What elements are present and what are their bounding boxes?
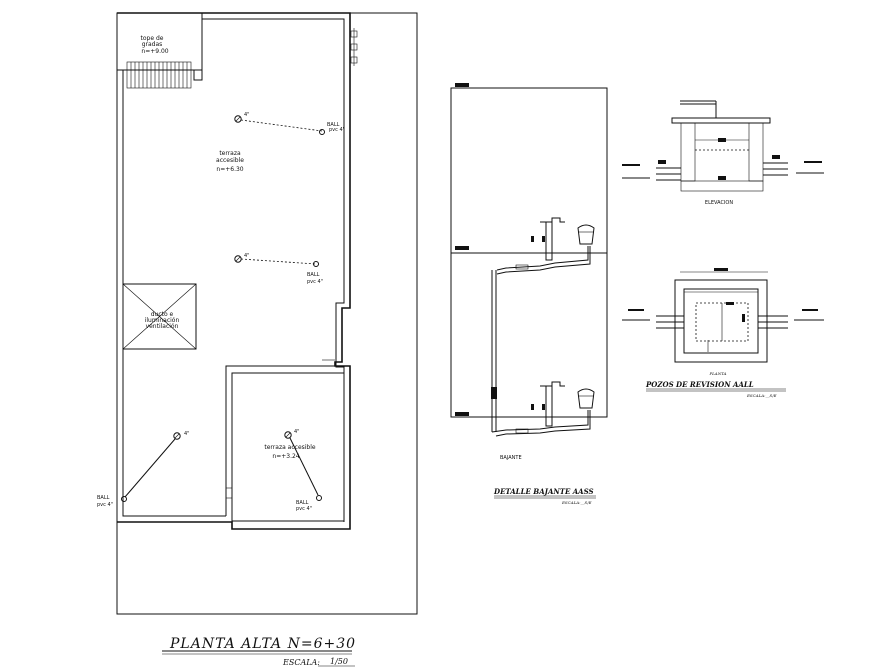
tope-level: n=+9.00: [141, 48, 168, 55]
pozos-detail: ELEVACION PLANTA POZOS DE REVI: [622, 100, 824, 398]
planta-scale-label: ESCALA:: [282, 658, 320, 667]
drain-3: 4" BALL pvc 4": [97, 431, 189, 508]
bajante-scale: ESCALA:__S/E: [561, 500, 592, 505]
drain-2-size: 4": [244, 253, 249, 259]
terraza2-label: terraza accesible: [264, 444, 316, 451]
ducto-shaft: ducto e iluminación ventilación: [122, 283, 197, 350]
drain-1: 4" BALL pvc 4": [234, 112, 345, 135]
drain-3-size: 4": [184, 431, 189, 437]
terraza-label-1: terraza: [219, 150, 241, 157]
pozo-plan: PLANTA: [622, 268, 824, 376]
drain-2: 4" BALL pvc 4": [234, 253, 323, 285]
stair-top-box: [116, 12, 203, 71]
drain-4-size: 4": [294, 429, 299, 435]
pozo-elevation: ELEVACION: [622, 100, 824, 206]
drain-2-ball: BALL: [307, 272, 320, 278]
drain-4-pvc: pvc 4": [296, 506, 312, 512]
terraza-label-2: accesible: [216, 157, 244, 164]
drain-1-pvc: pvc 4": [329, 127, 345, 133]
bajante-label: BAJANTE: [500, 455, 522, 461]
drain-4-ball: BALL: [296, 500, 309, 506]
pozos-scale: ESCALA:__S/E: [746, 393, 777, 398]
tope-label-1: tope de: [141, 35, 164, 42]
lower-fixtures: [491, 381, 595, 437]
ducto-2: iluminación: [145, 317, 180, 324]
drain-1-size: 4": [244, 112, 249, 118]
planta-alta-plan: tope de gradas n=+9.00 terraza accesible…: [97, 12, 418, 667]
bajante-title: DETALLE BAJANTE AASS: [493, 487, 594, 496]
window-marks: [350, 28, 358, 66]
terraza2-level: n=+3.24: [272, 453, 299, 460]
drain-3-ball: BALL: [97, 495, 110, 501]
planta-title: PLANTA ALTA N=6+30: [169, 636, 356, 652]
ducto-1: ducto e: [151, 311, 174, 318]
bajante-detail: BAJANTE DETALLE BAJANTE AASS ESCALA:__S/…: [450, 83, 608, 505]
planta-pozo-label: PLANTA: [708, 371, 726, 376]
elevacion-label: ELEVACION: [705, 200, 733, 206]
drain-2-pvc: pvc 4": [307, 279, 323, 285]
drain-3-pvc: pvc 4": [97, 502, 113, 508]
roof-outline: [117, 12, 351, 530]
pozos-title: POZOS DE REVISION AALL: [645, 380, 754, 389]
stair-steps: [126, 61, 192, 89]
drain-4: 4" BALL pvc 4": [284, 429, 322, 512]
planta-scale-value: 1/50: [330, 657, 348, 666]
upper-fixtures: [496, 217, 595, 275]
lower-terrace-inner: [231, 372, 345, 522]
tope-label-2: gradas: [142, 41, 163, 48]
drain-1-ball: BALL: [327, 122, 340, 128]
inner-parapet: [122, 70, 226, 517]
ducto-3: ventilación: [146, 323, 179, 330]
terraza-level: n=+6.30: [216, 166, 243, 173]
